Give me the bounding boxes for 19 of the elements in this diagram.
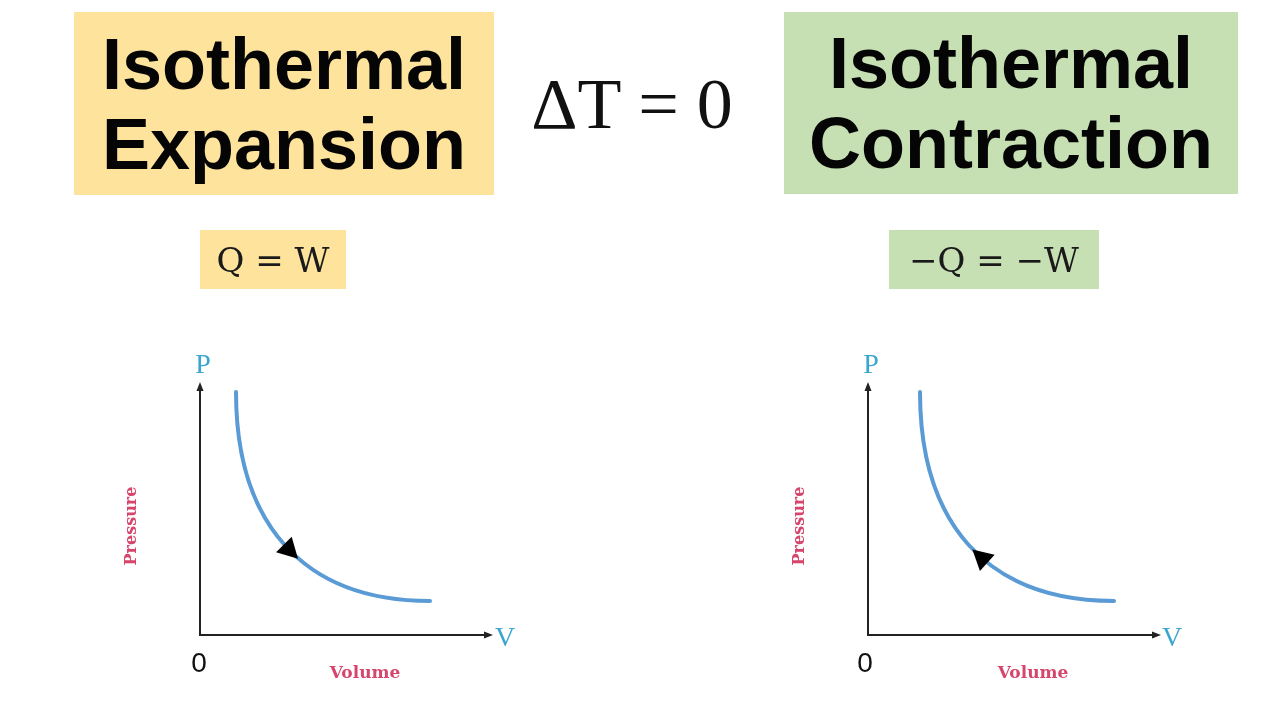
axis-title: Volume bbox=[329, 663, 401, 681]
equation-text: Q = W bbox=[216, 239, 330, 280]
title-text: Isothermal Contraction bbox=[809, 23, 1213, 183]
origin-label: 0 bbox=[191, 649, 207, 677]
axis-label: P bbox=[863, 350, 879, 378]
formula-text: ΔT = 0 bbox=[531, 68, 733, 140]
title-box bbox=[74, 12, 494, 195]
axis-title: Volume bbox=[997, 663, 1069, 681]
equation-box bbox=[200, 230, 346, 289]
axis-label: V bbox=[494, 623, 516, 651]
axis-label: V bbox=[1161, 623, 1183, 651]
axis-label: P bbox=[195, 350, 211, 378]
axis-title: Pressure bbox=[123, 486, 139, 566]
title-text: Isothermal Expansion bbox=[101, 23, 467, 184]
title-box bbox=[784, 12, 1238, 194]
axis-title: Pressure bbox=[791, 486, 807, 566]
equation-text: −Q = −W bbox=[909, 239, 1079, 280]
equation-box bbox=[889, 230, 1099, 289]
origin-label: 0 bbox=[857, 649, 873, 677]
